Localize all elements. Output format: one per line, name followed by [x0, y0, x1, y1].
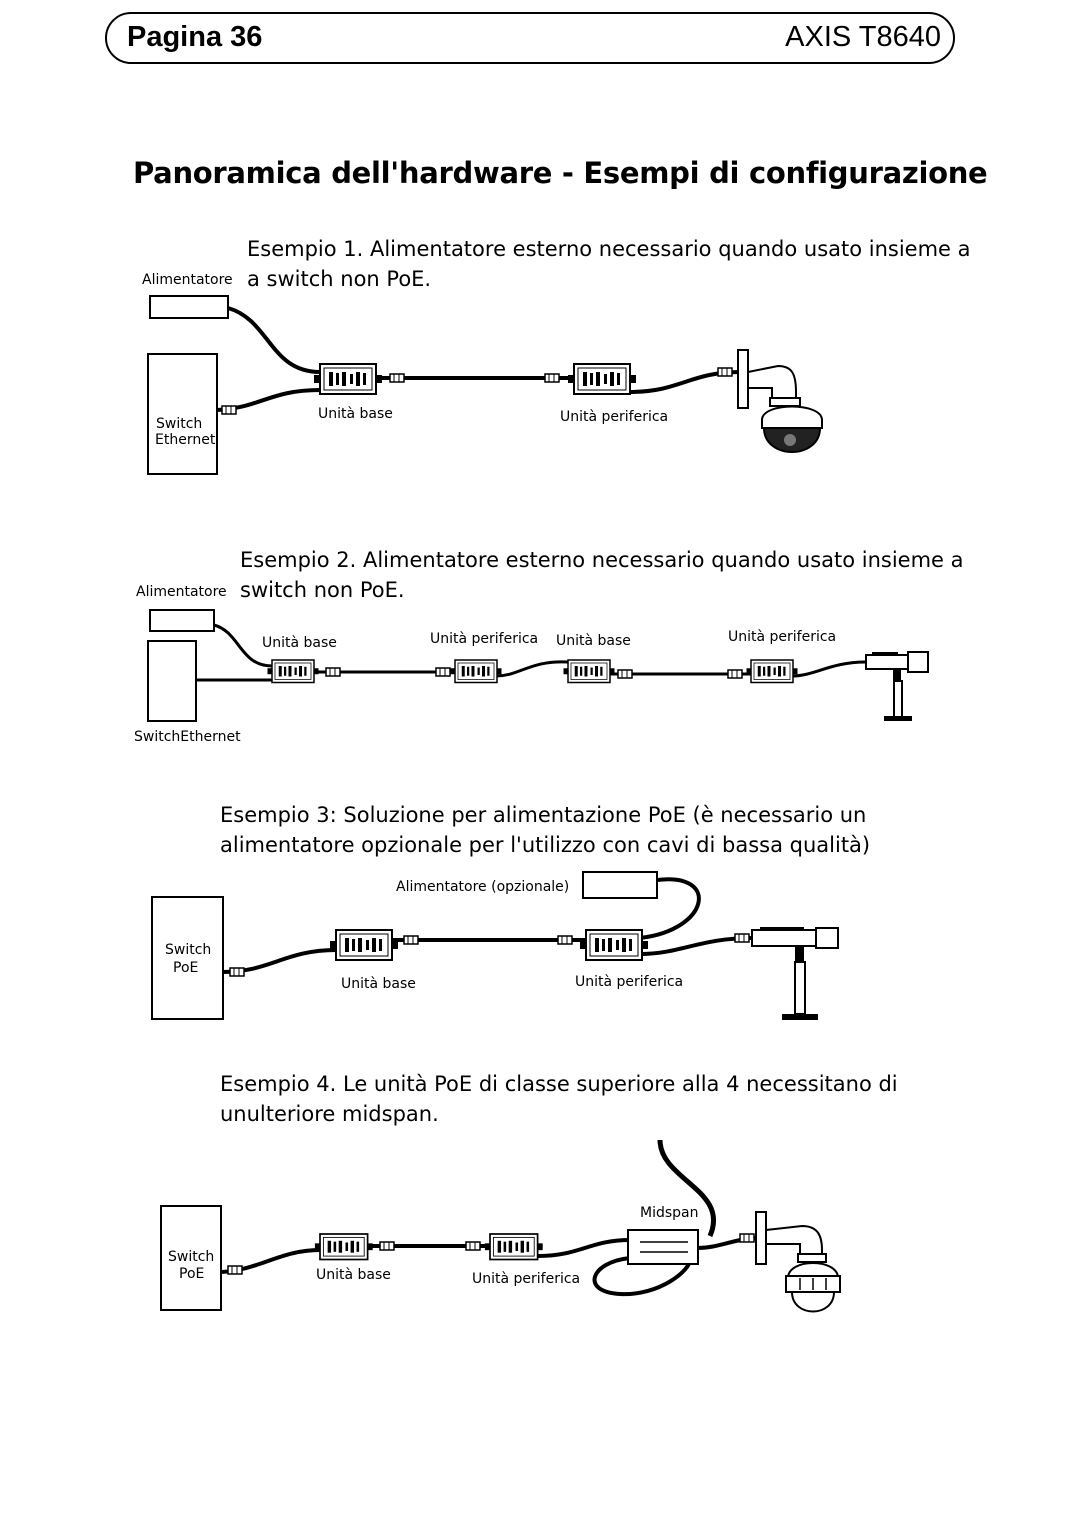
example-4-switch-label-1: Switch	[168, 1249, 214, 1265]
example-1-caption-line2: a switch non PoE.	[247, 267, 432, 291]
example-4-diagram: Switch PoE Midspan Unità base Unità peri…	[160, 1139, 841, 1313]
example-3-diagram: Alimentatore (opzionale) Switch PoE Unit…	[151, 871, 839, 1020]
example-3-caption-line2: alimentatore opzionale per l'utilizzo co…	[220, 833, 871, 857]
example-2-power-supply	[149, 609, 215, 632]
example-4-base-unit	[314, 1233, 374, 1261]
example-2-base-label-2: Unità base	[556, 633, 631, 649]
example-2-remote-label-1: Unità periferica	[430, 631, 538, 647]
example-3-switch-label-2: PoE	[173, 960, 198, 976]
example-4-caption-line2: unulteriore midspan.	[220, 1102, 439, 1126]
example-2-base-unit-2	[562, 659, 616, 684]
example-4-base-label: Unità base	[316, 1267, 391, 1283]
page-title: Panoramica dell'hardware - Esempi di con…	[133, 156, 988, 190]
example-2-diagram: Alimentatore SwitchEthernet Unità base U…	[134, 584, 929, 745]
example-1-switch	[147, 353, 218, 475]
page-header: Pagina 36 AXIS T8640	[105, 12, 955, 64]
example-2-switch	[147, 640, 197, 722]
example-1-base-label: Unità base	[318, 406, 393, 422]
example-4-ptz-camera	[755, 1211, 841, 1313]
example-1-switch-label-1: Switch	[156, 416, 202, 432]
example-3-power-supply	[582, 871, 658, 899]
example-1-remote-unit	[567, 363, 637, 395]
example-1-power-label: Alimentatore	[142, 272, 233, 288]
example-1-diagram: Alimentatore Switch Ethernet Unità base …	[142, 272, 823, 475]
example-2-remote-label-2: Unità periferica	[728, 629, 836, 645]
example-1-ptz-camera	[737, 349, 823, 453]
example-4-switch	[160, 1205, 222, 1311]
product-model: AXIS T8640	[785, 21, 941, 53]
example-1-power-supply	[149, 295, 229, 319]
example-2-remote-unit-2	[745, 659, 799, 684]
example-4-midspan	[627, 1229, 699, 1265]
example-4-caption-line1: Esempio 4. Le unità PoE di classe superi…	[220, 1072, 898, 1096]
example-2-fixed-camera	[865, 651, 929, 721]
example-2-power-label: Alimentatore	[136, 584, 227, 600]
example-4-remote-label: Unità periferica	[472, 1271, 580, 1287]
example-1-remote-label: Unità periferica	[560, 409, 668, 425]
example-3-base-unit	[329, 929, 399, 961]
example-2-remote-unit-1	[449, 659, 503, 684]
example-2-base-unit-1	[266, 659, 320, 684]
example-4-midspan-label: Midspan	[640, 1205, 699, 1221]
example-2-caption-line1: Esempio 2. Alimentatore esterno necessar…	[240, 548, 964, 572]
example-3-switch	[151, 896, 224, 1020]
example-4-switch-label-2: PoE	[179, 1266, 204, 1282]
example-2-switch-label: SwitchEthernet	[134, 729, 241, 745]
example-1-base-unit	[313, 363, 383, 395]
example-3-fixed-camera	[751, 927, 839, 1020]
example-2-caption-line2: switch non PoE.	[240, 578, 405, 602]
example-1-caption-line1: Esempio 1. Alimentatore esterno necessar…	[247, 237, 971, 261]
example-3-base-label: Unità base	[341, 976, 416, 992]
example-3-remote-unit	[579, 929, 649, 961]
example-3-remote-label: Unità periferica	[575, 974, 683, 990]
example-3-switch-label-1: Switch	[165, 942, 211, 958]
example-1-switch-label-2: Ethernet	[155, 432, 216, 448]
example-3-power-label: Alimentatore (opzionale)	[396, 879, 569, 895]
example-3-caption-line1: Esempio 3: Soluzione per alimentazione P…	[220, 803, 867, 827]
page-number: Pagina 36	[127, 21, 263, 53]
example-4-remote-unit	[484, 1233, 544, 1261]
example-2-base-label-1: Unità base	[262, 635, 337, 651]
